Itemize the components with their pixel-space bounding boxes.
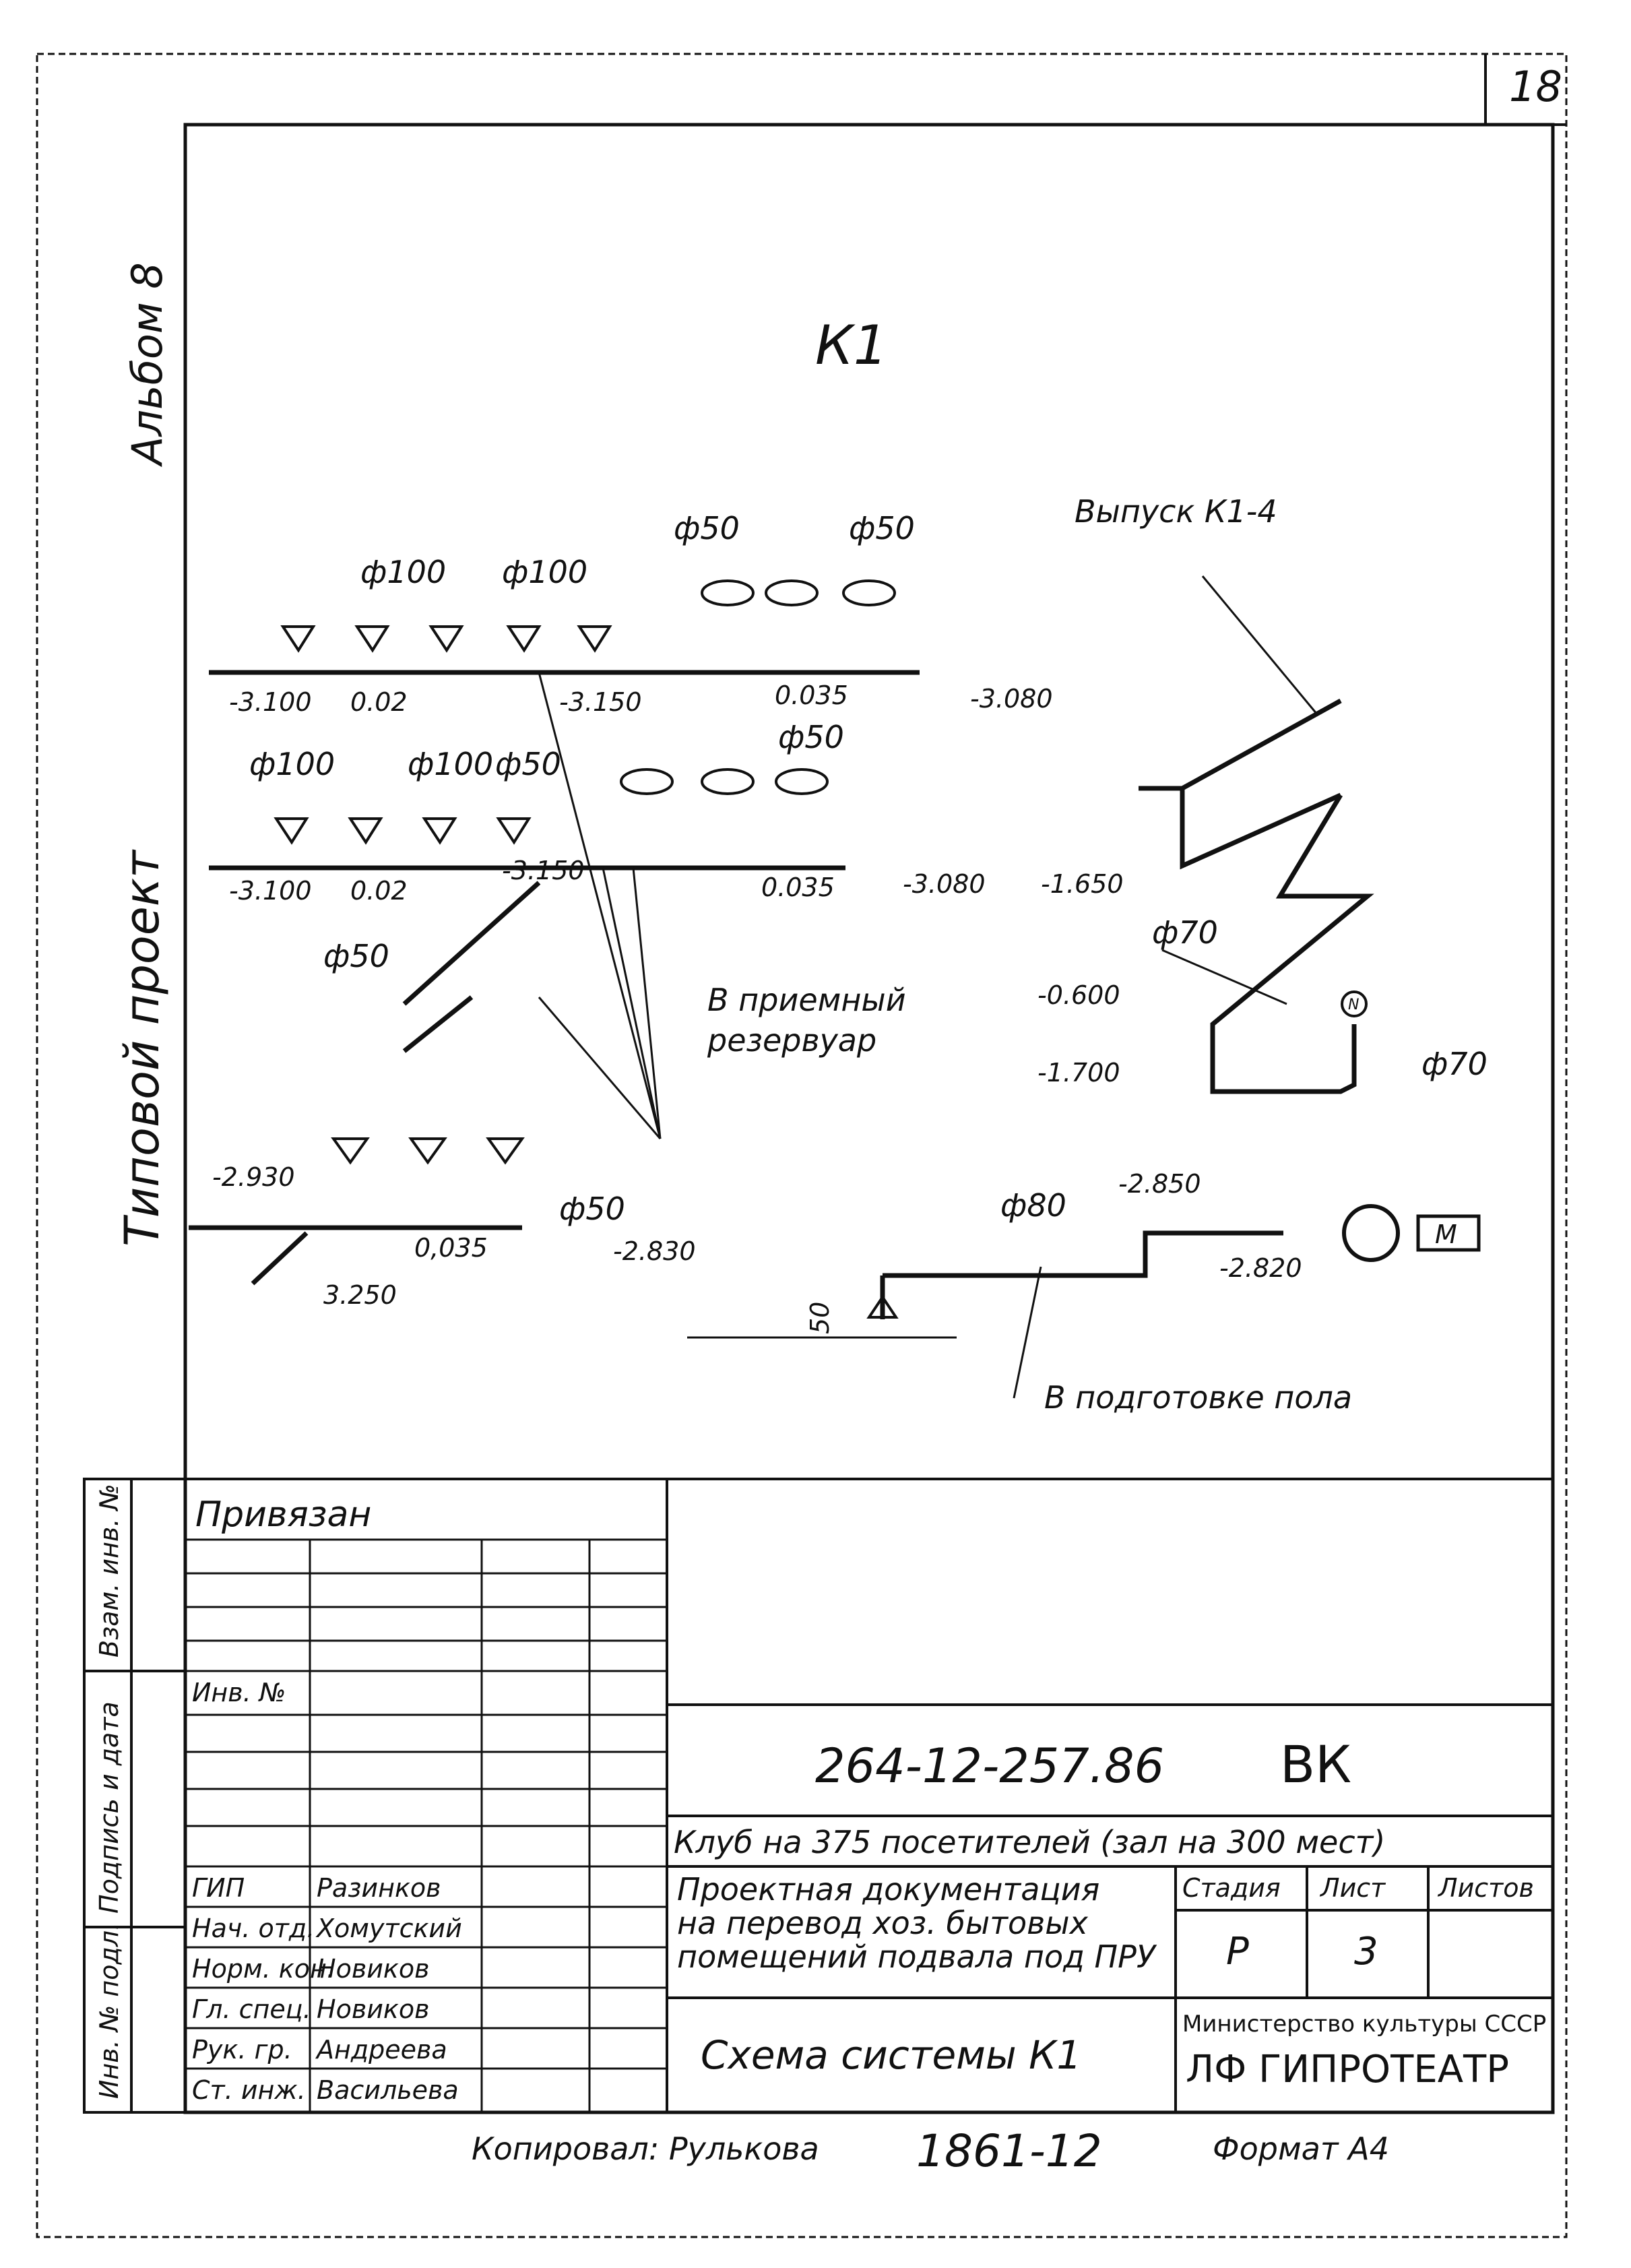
order-number: 1861-12	[916, 2125, 1102, 2177]
tank-label: резервуар	[707, 1022, 876, 1059]
side-album-label: Альбом 8	[123, 262, 172, 468]
diameter-label: ф100	[360, 554, 446, 590]
floor-prep-label: В подготовке пола	[1044, 1379, 1352, 1416]
diameter-label: ф50	[778, 719, 844, 755]
elevation-label: 3.250	[323, 1280, 397, 1310]
elevation-label: -0.600	[1037, 980, 1120, 1010]
object-name: Клуб на 375 посетителей (зал на 300 мест…	[674, 1824, 1385, 1860]
role-cell: Гл. спец.	[192, 1994, 311, 2024]
role-cell: Норм. кон.	[192, 1954, 335, 1984]
piping-lines	[189, 670, 1374, 1339]
pump-gauge-label: N	[1348, 997, 1359, 1013]
col-sheets: Листов	[1437, 1873, 1534, 1903]
role-cell: Ст. инж.	[192, 2075, 306, 2105]
doc-title-line: помещений подвала под ПРУ	[677, 1939, 1157, 1975]
pump-motor-label: М	[1435, 1220, 1457, 1249]
fixtures	[274, 579, 1481, 1319]
drawing-name: Схема системы К1	[701, 2032, 1081, 2078]
name-cell: Васильева	[317, 2075, 459, 2105]
diameter-label: ф50	[323, 938, 389, 974]
diameter-label: ф50	[849, 510, 915, 546]
tank-label: В приемный	[707, 982, 906, 1018]
doc-title-line: на перевод хоз. бытовых	[677, 1905, 1089, 1941]
elevation-label: -3.080	[970, 684, 1053, 714]
slope-label: 0.02	[350, 876, 408, 906]
elevation-label: -1.650	[1041, 869, 1124, 899]
diameter-label: ф50	[495, 746, 561, 782]
side-project-label: Типовой проект	[115, 849, 170, 1247]
diameter-label: ф50	[674, 510, 740, 546]
elevation-label: -2.850	[1118, 1169, 1201, 1199]
doc-title-line: Проектная документация	[677, 1871, 1099, 1908]
role-cell: Нач. отд.	[192, 1914, 315, 1943]
name-cell: Хомутский	[315, 1914, 462, 1943]
ministry: Министерство культуры СССР	[1182, 2011, 1546, 2038]
diameter-label: ф70	[1421, 1046, 1488, 1082]
elevation-label: -3.100	[229, 876, 312, 906]
doc-code: 264-12-257.86	[815, 1738, 1164, 1794]
name-cell: Разинков	[317, 1873, 441, 1903]
elevation-label: -3.080	[903, 869, 986, 899]
name-cell: Новиков	[317, 1954, 430, 1984]
slope-label: 0.02	[350, 687, 408, 717]
stamp-side-label: Инв. № подл.	[94, 1922, 124, 2099]
system-title: К1	[815, 314, 888, 377]
stage-value: Р	[1226, 1930, 1249, 1974]
paper-format: Формат А4	[1213, 2131, 1389, 2167]
slope-label: 0.035	[775, 681, 848, 710]
elevation-label: -3.150	[559, 687, 642, 717]
elevation-label: -1.700	[1037, 1058, 1120, 1088]
people-list: ГИП Разинков Нач. отд. Хомутский Норм. к…	[192, 1873, 462, 2105]
sheet-value: 3	[1354, 1930, 1378, 1974]
role-cell: Рук. гр.	[192, 2035, 292, 2065]
stamp-privyazan: Привязан	[195, 1494, 371, 1535]
elevation-label: -3.150	[502, 856, 585, 885]
role-cell: ГИП	[192, 1873, 245, 1903]
diameter-label: ф100	[249, 746, 335, 782]
diameter-label: ф70	[1152, 914, 1218, 951]
slope-label: 0.035	[761, 873, 835, 902]
leader-lines	[538, 575, 1318, 1399]
diameter-label: ф80	[1000, 1187, 1066, 1224]
diameter-label: ф100	[408, 746, 493, 782]
slope-label: 0,035	[414, 1233, 488, 1263]
name-cell: Андреева	[315, 2035, 447, 2065]
stamp-side-label: Взам. инв. №	[94, 1484, 124, 1658]
outlet-label: Выпуск К1-4	[1075, 493, 1277, 530]
doc-mark: ВК	[1280, 1734, 1351, 1794]
elevation-label: -2.820	[1219, 1253, 1302, 1283]
organization: ЛФ ГИПРОТЕАТР	[1186, 2048, 1509, 2091]
stamp-inv-no: Инв. №	[192, 1678, 286, 1707]
col-sheet: Лист	[1319, 1873, 1386, 1903]
copied-by: Копировал: Рулькова	[472, 2131, 819, 2167]
diameter-label: ф50	[559, 1191, 625, 1227]
elevation-label: -2.930	[212, 1162, 295, 1192]
diameter-label: ф100	[502, 554, 587, 590]
elevation-label: -3.100	[229, 687, 312, 717]
drain-size-label: 50	[805, 1302, 835, 1334]
title-block	[83, 1478, 1554, 2114]
elevation-label: -2.830	[613, 1236, 696, 1266]
page-number: 18	[1509, 62, 1562, 111]
stamp-side-label: Подпись и дата	[94, 1701, 124, 1914]
name-cell: Новиков	[317, 1994, 430, 2024]
col-stage: Стадия	[1182, 1873, 1281, 1903]
